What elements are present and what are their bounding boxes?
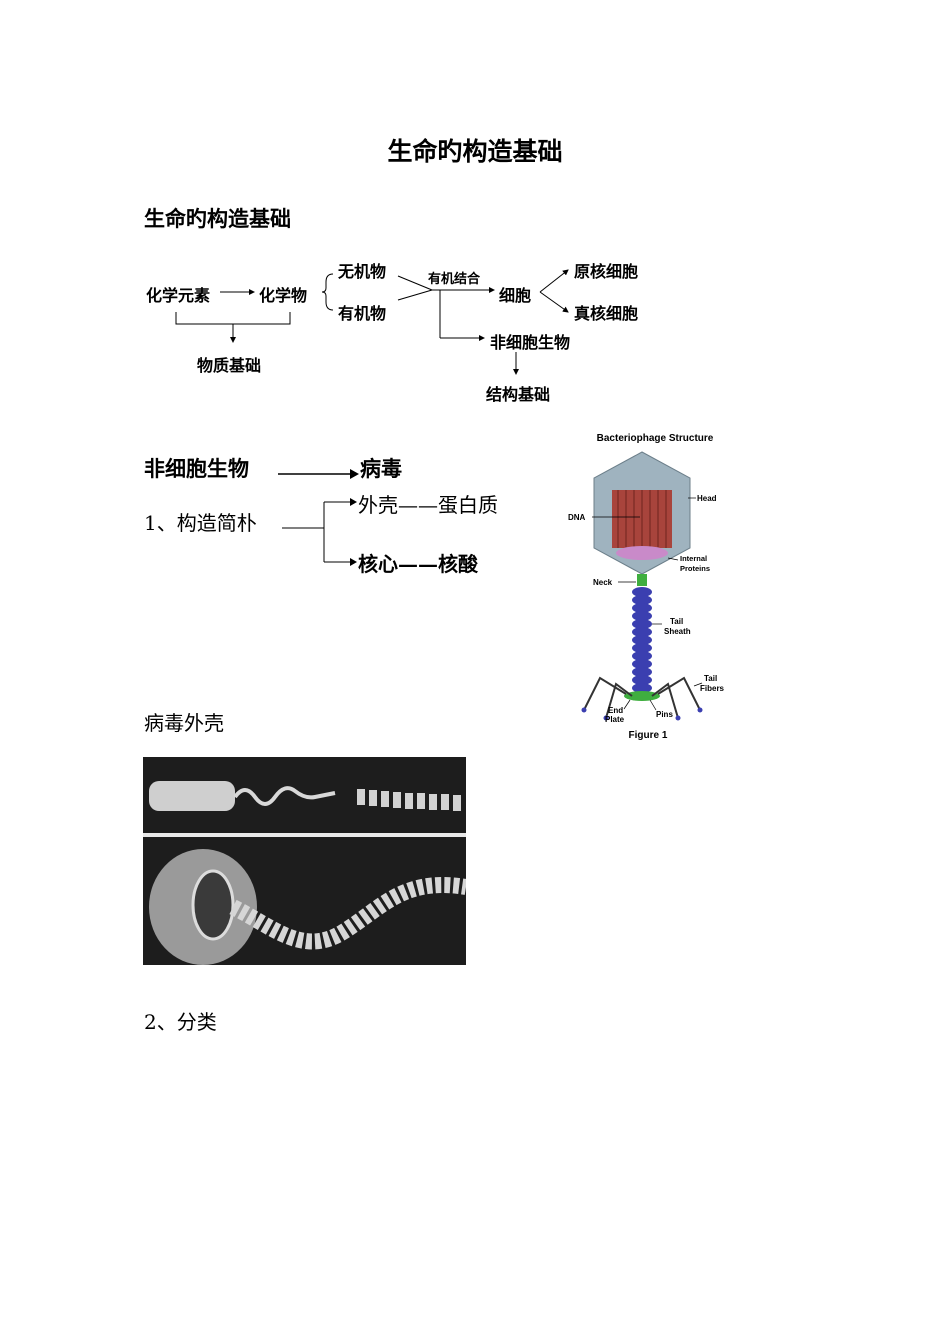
- noncellular-heading: 非细胞生物: [144, 456, 249, 481]
- neck-shape: [637, 574, 647, 586]
- node-cell: 细胞: [499, 286, 532, 305]
- tail-sheath-shape: [632, 587, 652, 693]
- label-fibers-1: Tail: [704, 674, 717, 683]
- label-dna: DNA: [568, 513, 586, 522]
- label-fibers-2: Fibers: [700, 684, 725, 693]
- internal-proteins-shape: [616, 546, 668, 560]
- label-tail-2: Sheath: [664, 627, 691, 636]
- node-noncellular: 非细胞生物: [490, 333, 571, 352]
- structure-branch-lines: [282, 498, 357, 566]
- label-neck: Neck: [593, 578, 613, 587]
- bacteriophage-figure: Bacteriophage Structure: [568, 433, 725, 741]
- node-eukaryotic: 真核细胞: [574, 304, 639, 323]
- label-combine: 有机结合: [428, 272, 481, 287]
- item-classification: 2、分类: [144, 1010, 217, 1034]
- virus-label: 病毒: [360, 456, 402, 481]
- page-title: 生命旳构造基础: [387, 137, 563, 166]
- node-structural-basis: 结构基础: [486, 385, 551, 404]
- label-pins: Pins: [656, 710, 673, 719]
- node-organic: 有机物: [338, 304, 387, 323]
- node-material-basis: 物质基础: [197, 356, 262, 375]
- node-elements: 化学元素: [146, 286, 211, 305]
- item-simple-structure: 1、构造简朴: [144, 511, 257, 535]
- capsid-heading: 病毒外壳: [144, 711, 224, 735]
- label-end-1: End: [608, 706, 623, 715]
- capsid-protein: 外壳——蛋白质: [358, 493, 498, 517]
- label-end-2: Plate: [605, 715, 625, 724]
- node-inorganic: 无机物: [338, 262, 387, 281]
- core-nucleic-acid: 核心——核酸: [358, 552, 478, 576]
- node-prokaryotic: 原核细胞: [574, 262, 639, 281]
- phage-figure-title: Bacteriophage Structure: [597, 433, 714, 444]
- label-internal-2: Proteins: [680, 564, 710, 573]
- label-head: Head: [697, 494, 717, 503]
- label-internal-1: Internal: [680, 554, 707, 563]
- section-heading: 生命旳构造基础: [144, 206, 291, 231]
- flowchart-lines: [175, 269, 569, 375]
- end-plate-shape: [624, 691, 660, 701]
- tail-fibers-shape: [583, 676, 701, 719]
- label-tail-1: Tail: [670, 617, 683, 626]
- heading-arrow: [278, 469, 359, 479]
- node-compounds: 化学物: [259, 286, 308, 305]
- figure-caption: Figure 1: [629, 730, 668, 741]
- virus-capsid-photo: [143, 757, 466, 965]
